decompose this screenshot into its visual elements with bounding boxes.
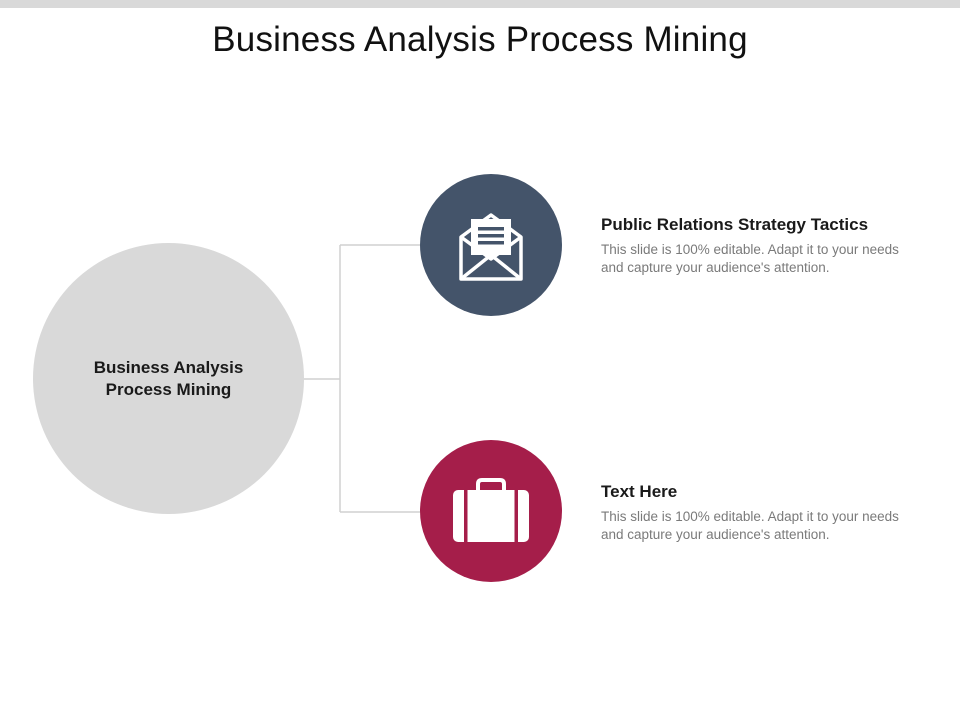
envelope-letter-icon: [459, 213, 523, 281]
slide-title: Business Analysis Process Mining: [212, 20, 748, 59]
center-label: Business Analysis Process Mining: [93, 357, 244, 399]
item-description-1: This slide is 100% editable. Adapt it to…: [601, 242, 899, 275]
top-bar: [0, 0, 960, 8]
item-description-2: This slide is 100% editable. Adapt it to…: [601, 509, 899, 542]
node-circle-1: [420, 174, 562, 316]
node-circle-2: [420, 440, 562, 582]
item-heading-1: Public Relations Strategy Tactics: [601, 215, 869, 234]
center-circle: Business Analysis Process Mining: [33, 243, 304, 514]
item-text-2: Text Here This slide is 100% editable. A…: [601, 481, 921, 544]
item-heading-2: Text Here: [601, 482, 678, 501]
item-text-1: Public Relations Strategy Tactics This s…: [601, 214, 921, 277]
briefcase-icon: [453, 478, 529, 542]
